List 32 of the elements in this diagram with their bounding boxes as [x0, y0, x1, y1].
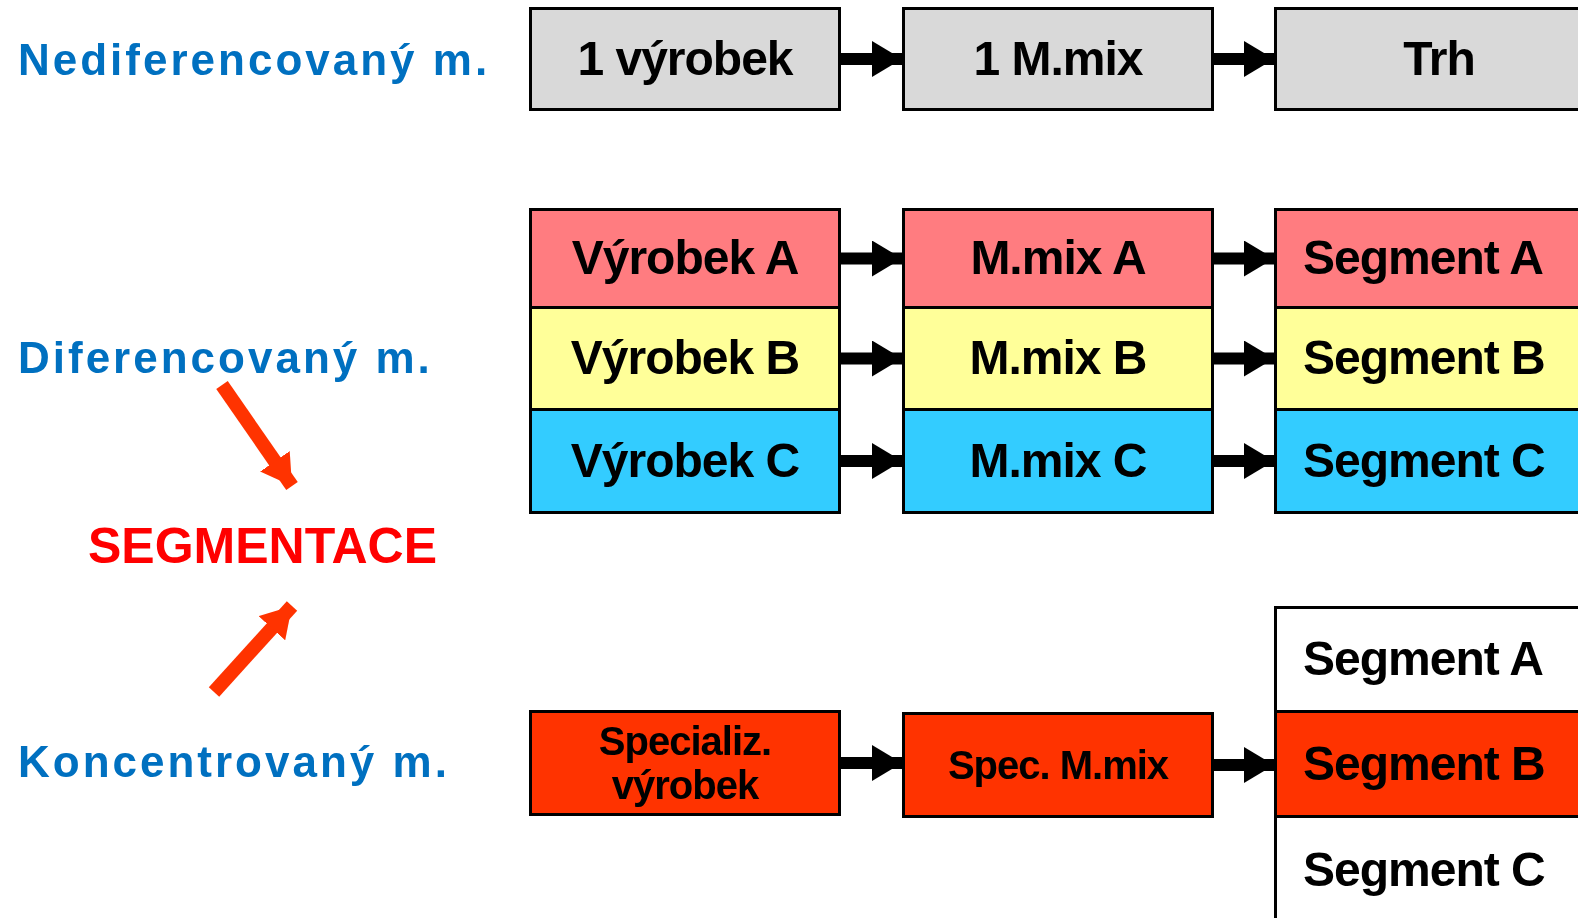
process-box: M.mix B — [902, 306, 1214, 411]
segment-box: Segment A — [1274, 208, 1578, 309]
arrow — [1214, 41, 1274, 77]
segment-box: Segment B — [1274, 306, 1578, 411]
segmentation-label: SEGMENTACE — [70, 486, 455, 606]
segment-box: Segment B — [1274, 710, 1578, 818]
process-box: M.mix C — [902, 408, 1214, 514]
process-box: 1 M.mix — [902, 7, 1214, 111]
segment-box: Segment C — [1274, 408, 1578, 514]
process-box: Spec. M.mix — [902, 712, 1214, 818]
arrow — [1214, 443, 1274, 479]
arrow — [841, 340, 902, 377]
process-box: Výrobek C — [529, 408, 841, 514]
process-box: M.mix A — [902, 208, 1214, 309]
process-box: Výrobek B — [529, 306, 841, 411]
process-box: Trh — [1274, 7, 1578, 111]
process-box: Specializ. výrobek — [529, 710, 841, 816]
strategy-label: Diferencovaný m. — [18, 330, 448, 385]
arrow — [841, 240, 902, 277]
strategy-label: Koncentrovaný m. — [18, 692, 468, 832]
segment-box: Segment A — [1274, 606, 1578, 713]
strategy-label: Nediferencovaný m. — [18, 38, 491, 82]
process-box: Výrobek A — [529, 208, 841, 309]
arrow — [208, 601, 298, 697]
arrow — [1214, 340, 1274, 377]
arrow — [1214, 747, 1274, 783]
arrow — [216, 381, 298, 490]
arrow — [841, 443, 902, 479]
arrow — [841, 41, 902, 77]
process-box: 1 výrobek — [529, 7, 841, 111]
arrow — [1214, 240, 1274, 277]
arrow — [841, 745, 902, 781]
